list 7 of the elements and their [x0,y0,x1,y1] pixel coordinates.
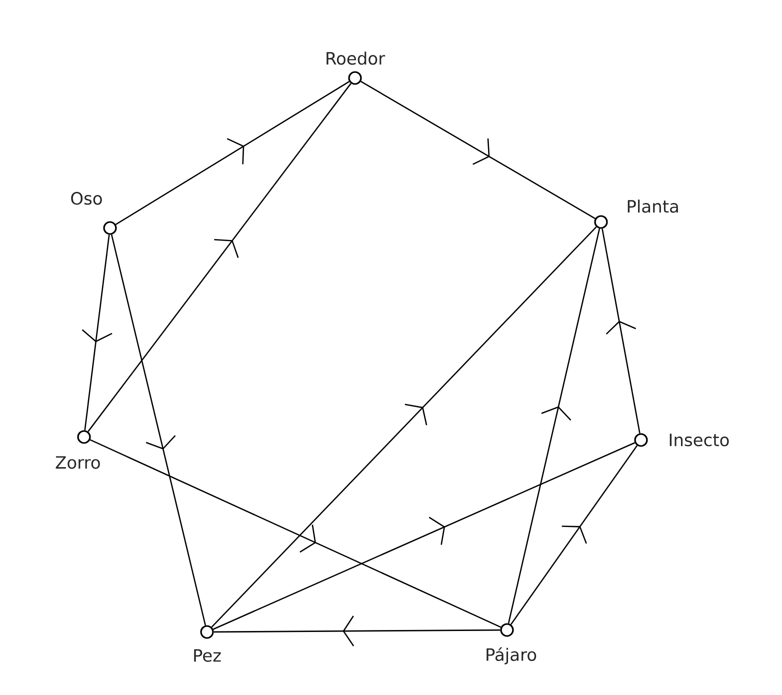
vertex-label: Oso [71,192,102,205]
vertex-label: Insecto [670,434,729,446]
vertex-label: Zorro [56,456,100,469]
vertex-label: Planta [628,200,678,213]
vertex-label: Pez [194,649,221,662]
vertex-label: Roedor [326,52,386,65]
vertex-label: Pájaro [486,647,536,664]
